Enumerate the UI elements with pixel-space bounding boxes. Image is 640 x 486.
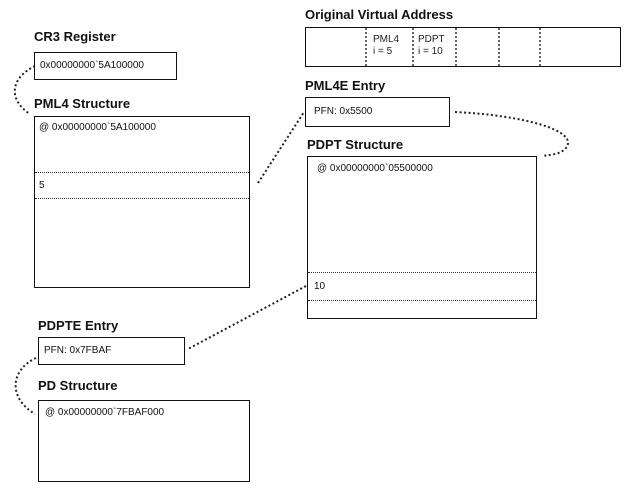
vaddr-pml4-index: i = 5	[373, 46, 393, 57]
vaddr-pml4-cell: PML4 i = 5	[373, 34, 399, 58]
pml4-structure-box: @ 0x00000000`5A100000 5	[34, 116, 250, 288]
cr3-register-value: 0x00000000`5A100000	[40, 60, 144, 71]
vaddr-pdpt-label: PDPT	[418, 34, 445, 45]
pml4e-to-pdpt-link	[454, 111, 569, 157]
vaddr-pml4-label: PML4	[373, 34, 400, 45]
pml4-structure-title: PML4 Structure	[34, 96, 131, 111]
cr3-register-box: 0x00000000`5A100000	[34, 52, 177, 80]
pml4-entry-index: 5	[39, 180, 45, 191]
pdpte-entry-title: PDPTE Entry	[38, 318, 119, 333]
cr3-to-pml4-link	[13, 65, 36, 115]
pml4e-entry-value: PFN: 0x5500	[314, 106, 373, 117]
pdpt-entry-index: 10	[314, 281, 326, 292]
pml4e-entry-box: PFN: 0x5500	[305, 97, 450, 127]
pd-structure-title: PD Structure	[38, 378, 118, 393]
pdpt-entry-to-pdpte-link	[187, 285, 307, 350]
pdpt-structure-title: PDPT Structure	[307, 137, 404, 152]
virtual-address-title: Original Virtual Address	[305, 7, 454, 22]
pml4-entry-row: 5	[35, 172, 249, 199]
pdpte-entry-box: PFN: 0x7FBAF	[38, 337, 185, 365]
pdpte-entry-value: PFN: 0x7FBAF	[44, 345, 112, 356]
pd-structure-box: @ 0x00000000`7FBAF000	[38, 400, 250, 482]
pml4-entry-to-pml4e-link	[257, 111, 305, 184]
pd-structure-address: @ 0x00000000`7FBAF000	[45, 407, 165, 418]
vaddr-pdpt-index: i = 10	[418, 46, 443, 57]
virtual-address-dividers	[365, 28, 541, 68]
pdpt-entry-row: 10	[308, 272, 536, 301]
cr3-register-title: CR3 Register	[34, 29, 116, 44]
pml4e-entry-title: PML4E Entry	[305, 78, 386, 93]
pdpte-to-pd-link	[14, 357, 37, 415]
pml4-structure-address: @ 0x00000000`5A100000	[39, 122, 156, 133]
pdpt-structure-box: @ 0x00000000`05500000 10	[307, 156, 537, 319]
pdpt-structure-address: @ 0x00000000`05500000	[317, 163, 433, 174]
vaddr-pdpt-cell: PDPT i = 10	[418, 34, 445, 58]
virtual-address-box: PML4 i = 5 PDPT i = 10	[305, 27, 621, 68]
